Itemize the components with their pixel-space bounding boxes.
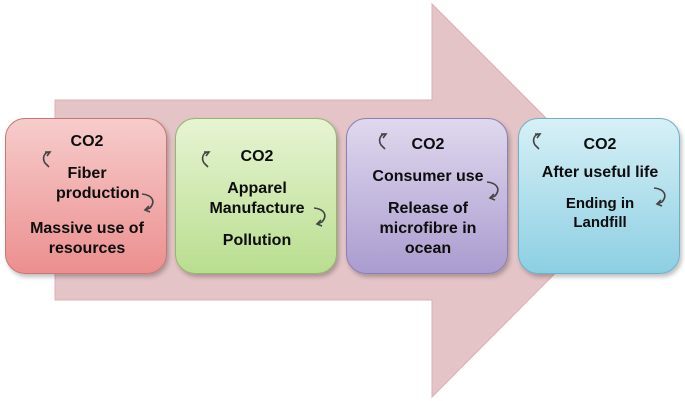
co2-label: CO2 bbox=[583, 136, 617, 153]
stage-step-label: Consumer use bbox=[372, 168, 484, 185]
stage-box-after-useful-life: CO2 After useful life Ending in Landfill bbox=[518, 118, 680, 274]
cycle-arrows-icon bbox=[138, 191, 160, 213]
stage-impact-label: Massive use of resources bbox=[30, 220, 144, 257]
stage-impact-label: Ending in Landfill bbox=[565, 195, 635, 231]
co2-label: CO2 bbox=[70, 133, 104, 150]
co2-label: CO2 bbox=[240, 148, 274, 165]
cycle-arrows-icon bbox=[650, 185, 672, 207]
co2-label: CO2 bbox=[411, 136, 445, 153]
cycle-arrows-icon bbox=[375, 131, 397, 153]
cycle-arrows-icon bbox=[529, 131, 551, 153]
stage-box-consumer-use: CO2 Consumer use Release of microfibre i… bbox=[346, 118, 508, 274]
cycle-arrows-icon bbox=[310, 205, 332, 227]
stage-step-label: After useful life bbox=[541, 164, 659, 181]
stage-box-fiber-production: CO2 Fiber production Massive use of reso… bbox=[5, 118, 167, 274]
stage-impact-label: Pollution bbox=[222, 232, 292, 249]
stage-step-label: Fiber production bbox=[56, 165, 140, 202]
stage-box-apparel-manufacture: CO2 Apparel Manufacture Pollution bbox=[175, 118, 337, 274]
cycle-arrows-icon bbox=[483, 179, 505, 201]
cycle-arrows-icon bbox=[198, 149, 220, 171]
stage-step-label: Apparel Manufacture bbox=[209, 180, 305, 217]
stage-impact-label: Release of microfibre in ocean bbox=[379, 200, 477, 257]
cycle-arrows-icon bbox=[39, 149, 61, 171]
